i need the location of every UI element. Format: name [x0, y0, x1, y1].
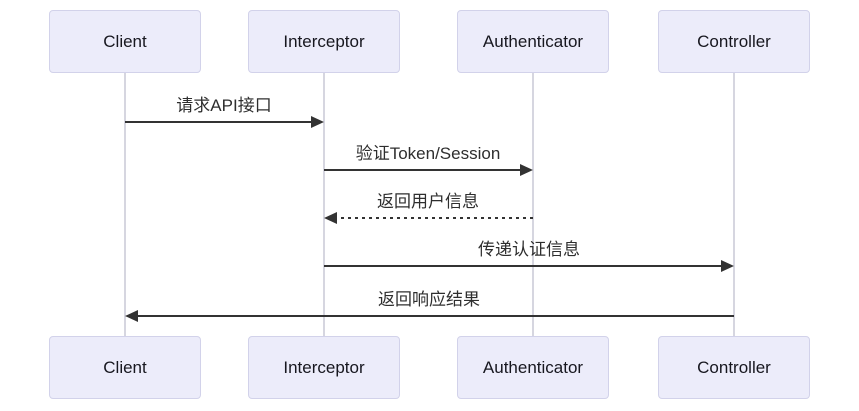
actor-label: Interceptor [283, 31, 365, 51]
actor-label: Controller [697, 357, 771, 377]
actor-label: Authenticator [482, 357, 584, 377]
message-arrow-return-userinfo [324, 212, 533, 224]
actor-bottom-controller: Controller [658, 336, 810, 399]
actor-bottom-client: Client [49, 336, 201, 399]
actor-label: Authenticator [482, 31, 584, 51]
actor-top-controller: Controller [658, 10, 810, 73]
message-arrow-verify-token [324, 164, 533, 176]
message-label-return-response: 返回响应结果 [378, 290, 480, 309]
message-arrow-return-response [125, 310, 734, 322]
actor-label: Client [103, 357, 147, 377]
lifeline-authenticator [532, 73, 534, 336]
actor-top-client: Client [49, 10, 201, 73]
message-arrow-pass-auth [324, 260, 734, 272]
actor-top-interceptor: Interceptor [248, 10, 400, 73]
message-label-pass-auth: 传递认证信息 [478, 240, 580, 259]
message-label-request-api: 请求API接口 [176, 96, 272, 115]
lifeline-controller [733, 73, 735, 336]
lifeline-client [124, 73, 126, 336]
message-label-return-userinfo: 返回用户信息 [377, 192, 479, 211]
actor-label: Client [103, 31, 147, 51]
actor-label: Controller [697, 31, 771, 51]
message-arrow-request-api [125, 116, 324, 128]
actor-label: Interceptor [283, 357, 365, 377]
actor-top-authenticator: Authenticator [457, 10, 609, 73]
actor-bottom-interceptor: Interceptor [248, 336, 400, 399]
actor-bottom-authenticator: Authenticator [457, 336, 609, 399]
lifeline-interceptor [323, 73, 325, 336]
message-label-verify-token: 验证Token/Session [355, 144, 501, 163]
